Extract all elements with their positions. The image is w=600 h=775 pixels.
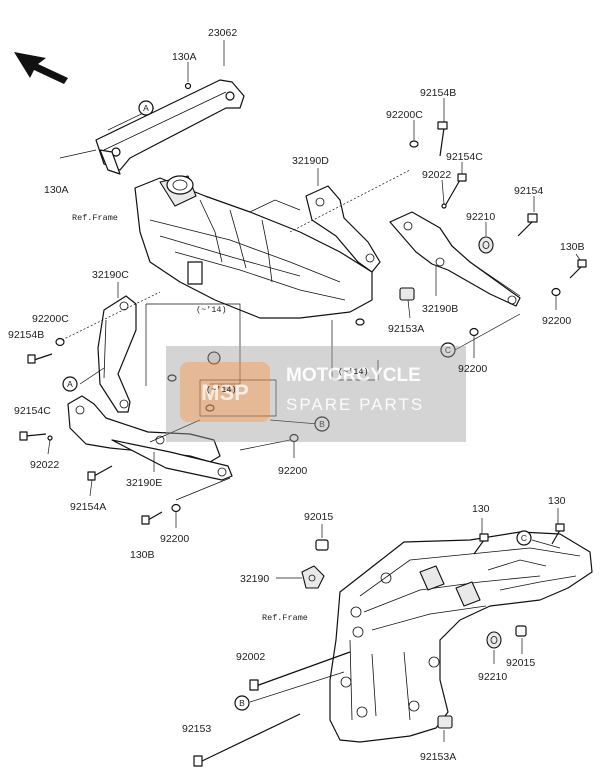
label-92200-bottom: 92200 bbox=[160, 533, 189, 545]
marker-B-bottom: B bbox=[234, 695, 250, 711]
nut-92015-bottom bbox=[515, 625, 527, 637]
washer-92200-mid bbox=[469, 327, 479, 337]
watermark-brand-top: MOTORCYCLE bbox=[286, 365, 421, 386]
year-variant-box-3 bbox=[331, 318, 379, 381]
washer-92200C-left bbox=[55, 291, 161, 347]
label-ref-frame-bottom: Ref.Frame bbox=[262, 613, 308, 623]
nut-92153A-top bbox=[399, 287, 415, 301]
label-92200-right: 92200 bbox=[542, 315, 571, 327]
marker-C-mid: C bbox=[440, 342, 456, 358]
label-92200-mid: 92200 bbox=[458, 363, 487, 375]
watermark-panel bbox=[166, 346, 466, 442]
label-130A-left: 130A bbox=[44, 184, 69, 196]
upper-frame-reference bbox=[134, 175, 373, 319]
label-92153A-top: 92153A bbox=[388, 323, 424, 335]
nut-92153A-bottom bbox=[437, 715, 453, 729]
collar-92210-bottom bbox=[486, 631, 502, 649]
bracket-32190 bbox=[301, 565, 325, 589]
label-92015-bottom: 92015 bbox=[506, 657, 535, 669]
lower-frame-reference bbox=[329, 531, 593, 743]
label-92200C-top: 92200C bbox=[386, 109, 423, 121]
label-92154C-top: 92154C bbox=[446, 151, 483, 163]
watermark: MSP MOTORCYCLE SPARE PARTS bbox=[166, 346, 466, 442]
label-92015-top: 92015 bbox=[304, 511, 333, 523]
washer-92022-top bbox=[441, 203, 447, 209]
washer-92022-left bbox=[47, 435, 53, 441]
label-32190B: 32190B bbox=[422, 303, 458, 315]
bracket-32190C bbox=[97, 295, 137, 413]
washer-92200-low bbox=[289, 433, 299, 443]
bolt-130-b bbox=[551, 523, 565, 545]
label-92210-top: 92210 bbox=[466, 211, 495, 223]
label-130B-left: 130B bbox=[130, 549, 155, 561]
svg-text:B: B bbox=[319, 419, 325, 429]
label-130B-right: 130B bbox=[560, 241, 585, 253]
bolt-130B-right bbox=[569, 259, 587, 279]
bolt-92154A bbox=[87, 465, 113, 481]
label-32190E: 32190E bbox=[126, 477, 162, 489]
label-130-b: 130 bbox=[548, 495, 566, 507]
label-23062: 23062 bbox=[208, 27, 237, 39]
collar-92210-top bbox=[478, 236, 494, 254]
label-92154-top: 92154 bbox=[514, 185, 543, 197]
front-direction-arrow-icon bbox=[14, 52, 68, 84]
label-92153: 92153 bbox=[182, 723, 211, 735]
bolt-92154B-top bbox=[437, 121, 448, 157]
washer-92200-right bbox=[551, 287, 561, 297]
marker-B-mid: B bbox=[314, 416, 330, 432]
label-92154A: 92154A bbox=[70, 501, 106, 513]
watermark-brand-bottom: SPARE PARTS bbox=[286, 395, 424, 414]
leader-lines bbox=[47, 40, 581, 742]
svg-text:B: B bbox=[239, 698, 245, 708]
label-92154B-top: 92154B bbox=[420, 87, 456, 99]
label-130-a: 130 bbox=[472, 503, 490, 515]
bracket-23062 bbox=[59, 79, 245, 175]
watermark-badge-box bbox=[180, 362, 270, 422]
watermark-badge: MSP bbox=[201, 380, 249, 405]
label-32190: 32190 bbox=[240, 573, 269, 585]
bolt-130-a bbox=[473, 533, 489, 555]
bolt-92002 bbox=[249, 651, 351, 691]
washer-92200C-top bbox=[409, 140, 419, 148]
label-92022-left: 92022 bbox=[30, 459, 59, 471]
svg-text:A: A bbox=[67, 379, 73, 389]
label-year-box-2: (~'14) bbox=[206, 385, 237, 395]
svg-text:C: C bbox=[445, 345, 451, 355]
washer-92200-bottom bbox=[171, 503, 181, 513]
label-92200-low: 92200 bbox=[278, 465, 307, 477]
marker-A-top: A bbox=[138, 100, 154, 116]
svg-text:C: C bbox=[521, 533, 527, 543]
label-92002: 92002 bbox=[236, 651, 265, 663]
label-92022-top: 92022 bbox=[422, 169, 451, 181]
label-92210-bottom: 92210 bbox=[478, 671, 507, 683]
year-variant-box-2 bbox=[199, 379, 277, 417]
svg-text:A: A bbox=[143, 103, 149, 113]
label-32190D: 32190D bbox=[292, 155, 329, 167]
part-labels: 23062 130A 130A 92154B 92200C 32190D 921… bbox=[8, 27, 585, 763]
bolt-92154B-left bbox=[27, 353, 53, 364]
bracket-32190E bbox=[67, 395, 233, 481]
bolt-130B-left bbox=[141, 511, 163, 525]
bolt-92154-top bbox=[517, 213, 538, 237]
nut-92015-top bbox=[315, 539, 329, 551]
label-32190C: 32190C bbox=[92, 269, 129, 281]
label-130A-top: 130A bbox=[172, 51, 197, 63]
marker-C-bottom: C bbox=[516, 530, 532, 546]
label-92154B-left: 92154B bbox=[8, 329, 44, 341]
label-year-box-1: (~'14) bbox=[196, 305, 227, 315]
year-variant-box-1 bbox=[145, 303, 241, 386]
label-92154C-left: 92154C bbox=[14, 405, 51, 417]
label-ref-frame-top: Ref.Frame bbox=[72, 213, 118, 223]
bolt-92154C-left bbox=[19, 431, 47, 441]
bracket-32190D bbox=[289, 169, 411, 273]
bracket-32190B bbox=[389, 211, 521, 307]
marker-A-left: A bbox=[62, 376, 78, 392]
label-year-box-3: (~'14) bbox=[338, 367, 369, 377]
label-92153A-bottom: 92153A bbox=[420, 751, 456, 763]
bolt-92153 bbox=[193, 713, 301, 767]
label-92200C-left: 92200C bbox=[32, 313, 69, 325]
